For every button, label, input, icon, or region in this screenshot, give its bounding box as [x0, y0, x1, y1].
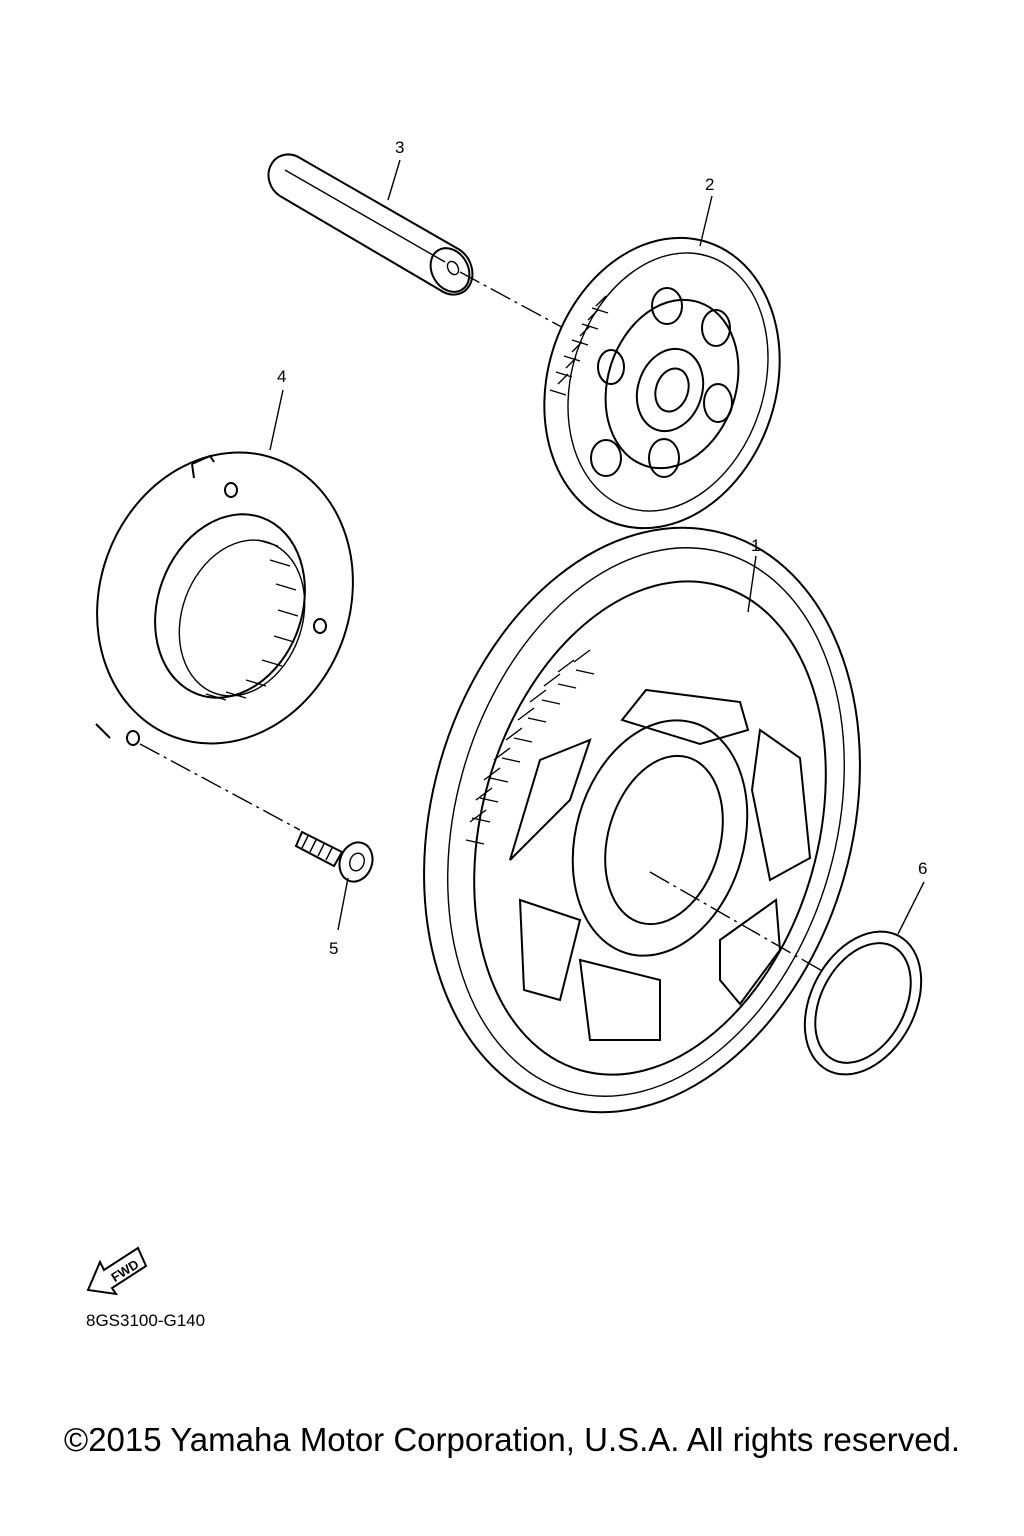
fwd-arrow-icon — [86, 1246, 148, 1296]
part-2-idle-gear — [543, 236, 781, 530]
part-label-4: 4 — [277, 367, 287, 386]
part-label-1: 1 — [751, 536, 761, 555]
leader-line-1 — [747, 555, 757, 613]
leader-line-3 — [387, 159, 401, 201]
leader-line-2 — [699, 195, 713, 247]
leader-line-5 — [337, 877, 349, 931]
part-5-bolt — [294, 830, 374, 883]
part-label-5: 5 — [329, 939, 339, 958]
part-6-washer — [803, 930, 923, 1076]
drawing-code: 8GS3100-G140 — [86, 1311, 206, 1330]
bolt-centerline — [139, 743, 301, 831]
gear-centerline — [649, 871, 825, 973]
copyright-notice: ©2015 Yamaha Motor Corporation, U.S.A. A… — [63, 1421, 961, 1458]
part-4-one-way-clutch — [95, 451, 354, 746]
leader-line-4 — [269, 389, 284, 451]
part-3-shaft — [267, 153, 474, 296]
part-label-2: 2 — [705, 175, 715, 194]
part-1-starter-wheel-gear — [423, 526, 861, 1114]
leader-line-6 — [897, 881, 925, 935]
part-label-3: 3 — [395, 138, 405, 157]
part-label-6: 6 — [918, 859, 928, 878]
